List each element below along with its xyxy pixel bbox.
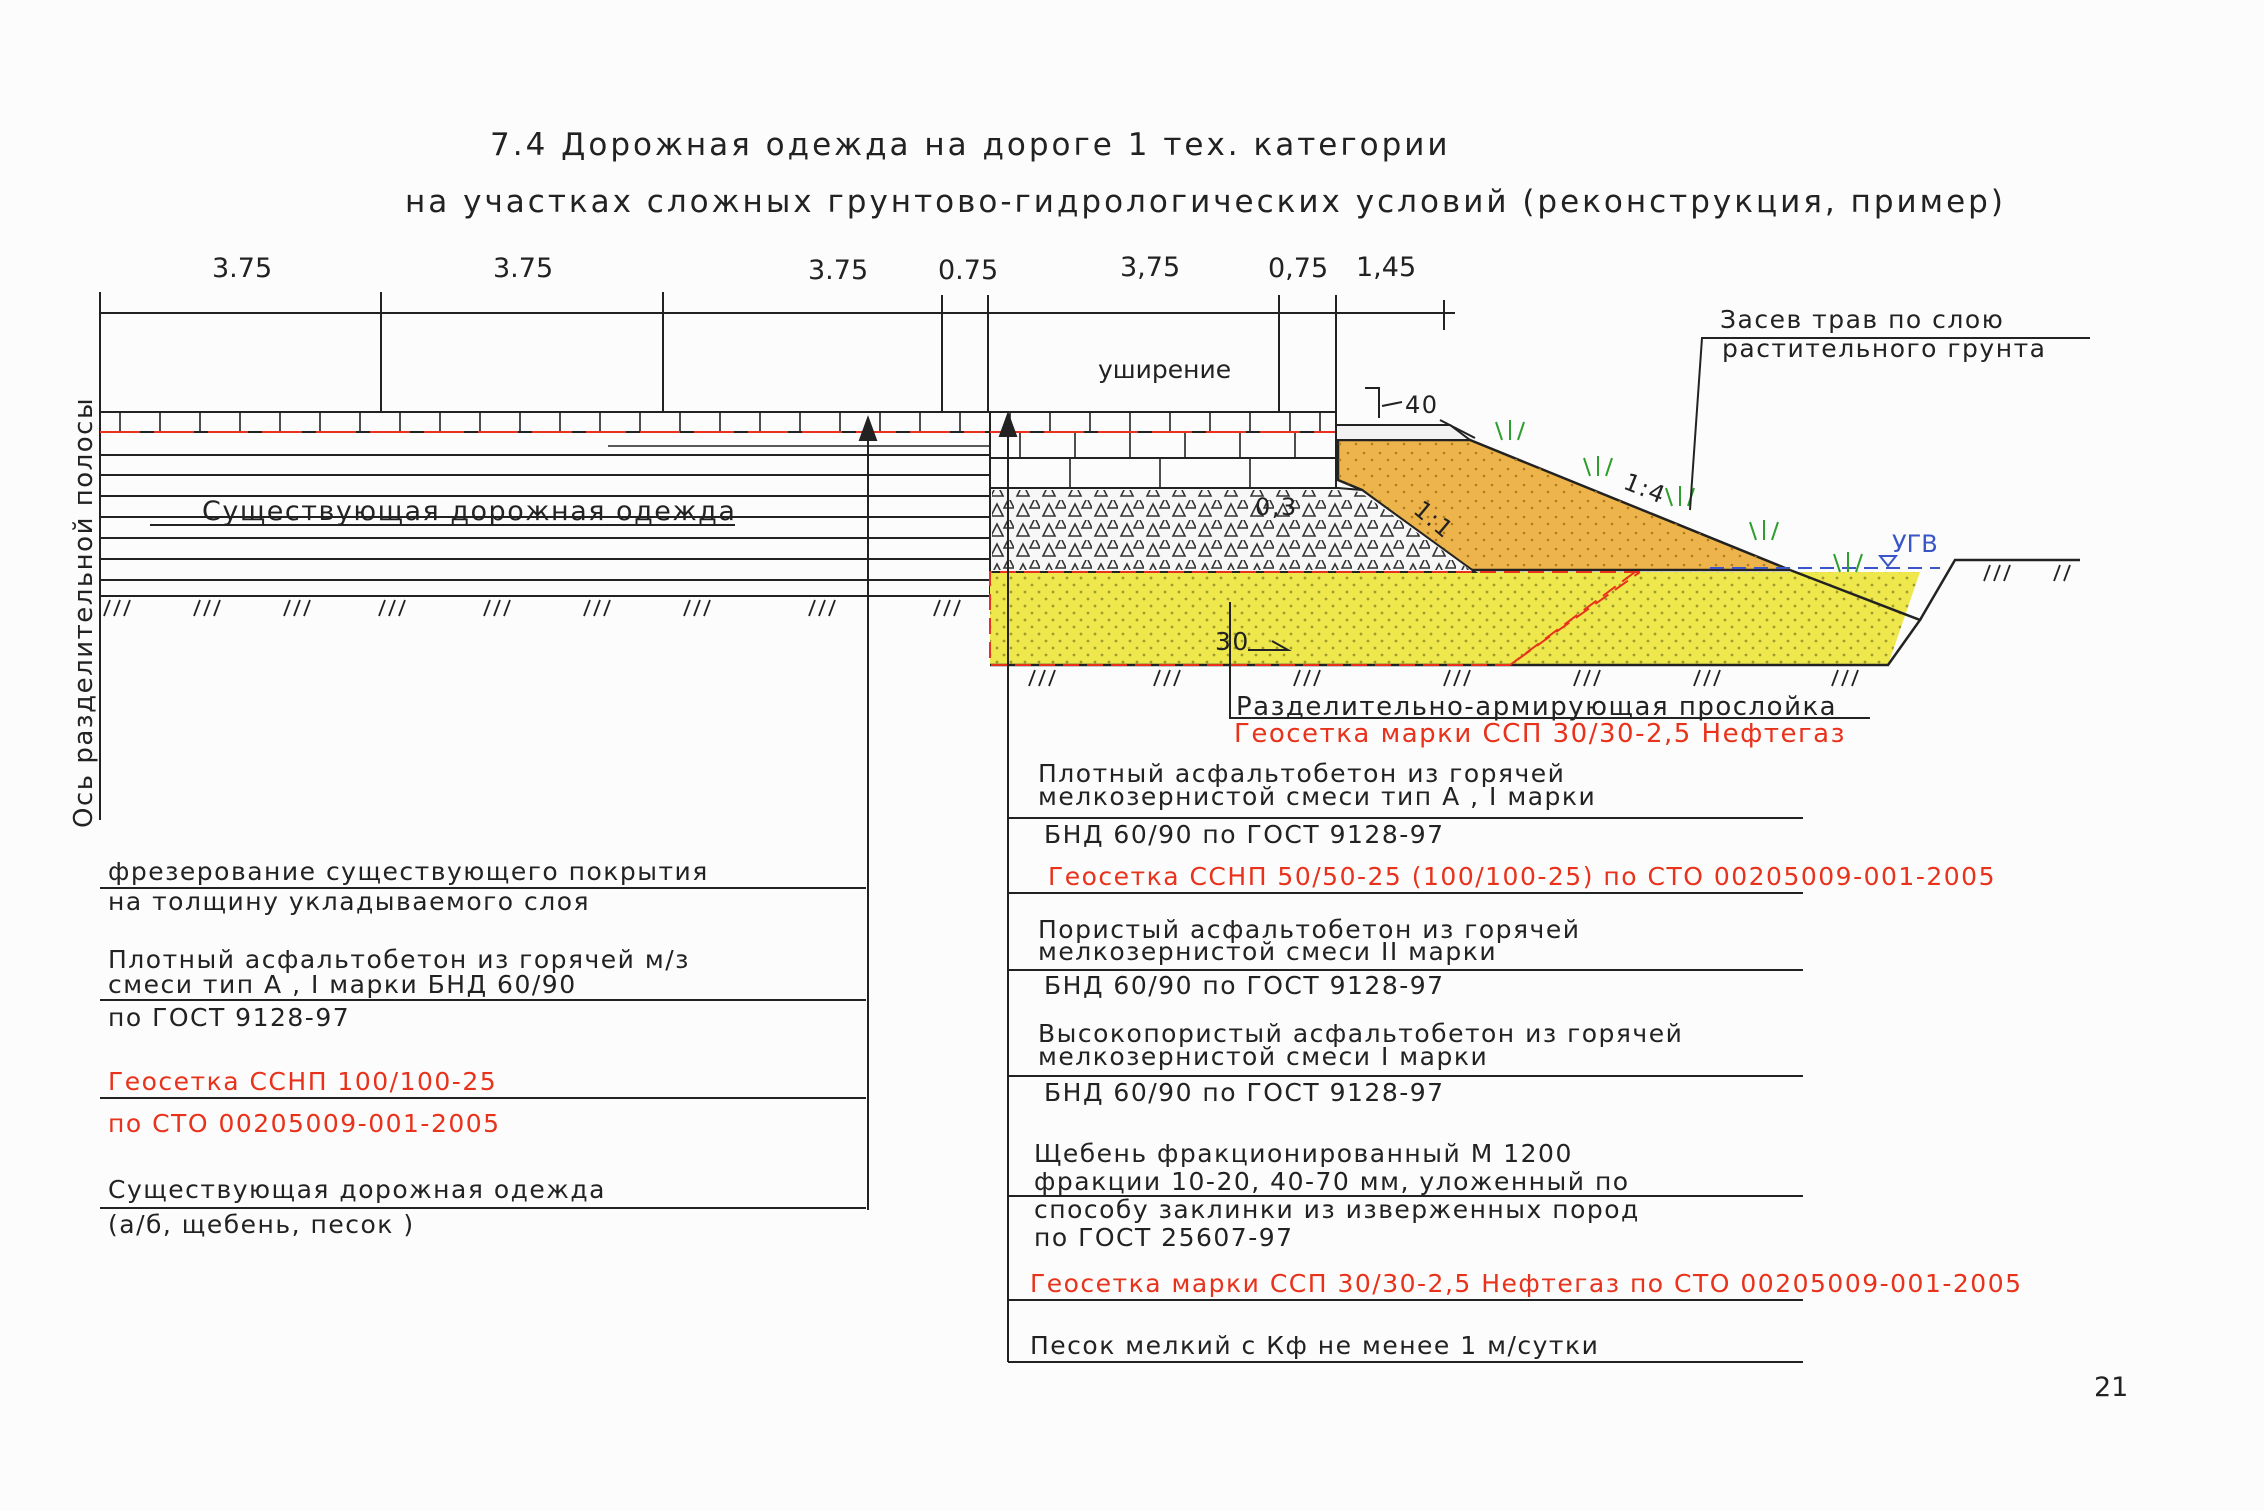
right-porous-2: мелкозернистой смеси II марки bbox=[1038, 937, 1497, 966]
dim-label-1: 3.75 bbox=[212, 253, 272, 284]
left-dense-3: по ГОСТ 9128-97 bbox=[108, 1003, 350, 1032]
left-milling-2: на толщину укладываемого слоя bbox=[108, 887, 590, 916]
dim-label-7: 1,45 bbox=[1356, 252, 1416, 283]
dim-label-3: 3.75 bbox=[808, 255, 868, 286]
dimension-chain bbox=[99, 292, 1455, 820]
geogrid-outline-dashed bbox=[989, 571, 1641, 666]
right-hporous-1: Высокопористый асфальтобетон из горячей bbox=[1038, 1019, 1683, 1048]
left-dense-1: Плотный асфальтобетон из горячей м/з bbox=[108, 945, 690, 974]
right-dense-2: мелкозернистой смеси тип А , I марки bbox=[1038, 782, 1596, 811]
ditch-profile bbox=[1918, 558, 2080, 621]
geogrid-diagonal-dashed bbox=[1509, 571, 1636, 666]
left-legend: фрезерование существующего покрытия на т… bbox=[100, 857, 866, 1239]
left-geogrid-2: по СТО 00205009-001-2005 bbox=[108, 1109, 501, 1138]
shoulder-slope bbox=[1439, 419, 1476, 439]
separator-geogrid-label: Геосетка марки ССП 30/30-2,5 Нефтегаз bbox=[1234, 719, 1846, 749]
widening-joint-ticks bbox=[1009, 412, 1321, 488]
page-number: 21 bbox=[2094, 1372, 2128, 1403]
widening-asphalt-layers bbox=[989, 411, 1337, 489]
mark-03: 0,3 bbox=[1255, 493, 1298, 521]
left-existing-1: Существующая дорожная одежда bbox=[108, 1175, 606, 1204]
mark-40-pointer bbox=[1365, 387, 1403, 418]
title-line-2: на участках сложных грунтово-гидрологиче… bbox=[405, 184, 2006, 220]
crushed-stone-texture bbox=[992, 490, 1470, 570]
ground-hatch-left bbox=[103, 599, 961, 617]
existing-pavement-label: Существующая дорожная одежда bbox=[202, 496, 736, 527]
left-geogrid-1: Геосетка ССНП 100/100-25 bbox=[108, 1067, 497, 1096]
groundwater-marker bbox=[1877, 555, 1899, 568]
right-stone-1: Щебень фракционированный М 1200 bbox=[1034, 1139, 1573, 1168]
mark-30-arrow bbox=[1248, 640, 1292, 651]
right-stone-4: по ГОСТ 25607-97 bbox=[1034, 1223, 1294, 1252]
dim-label-5: 3,75 bbox=[1120, 252, 1180, 283]
dim-label-4: 0.75 bbox=[938, 255, 998, 286]
pavement-joint-ticks bbox=[119, 412, 961, 432]
leader-arrows bbox=[858, 411, 1018, 1362]
right-legend: Плотный асфальтобетон из горячей мелкозе… bbox=[1008, 759, 2023, 1363]
right-geogrid-1: Геосетка ССНП 50/50-25 (100/100-25) по С… bbox=[1048, 862, 1996, 891]
mark-40: 40 bbox=[1405, 391, 1439, 419]
dim-label-2: 3.75 bbox=[493, 253, 553, 284]
title-line-1: 7.4 Дорожная одежда на дороге 1 тех. кат… bbox=[490, 127, 1451, 163]
mark-30: 30 bbox=[1215, 627, 1250, 656]
separator-leader bbox=[1229, 602, 1870, 719]
dim-label-6: 0,75 bbox=[1268, 253, 1328, 284]
embankment-texture bbox=[1338, 440, 1790, 570]
right-geogrid-2: Геосетка марки ССП 30/30-2,5 Нефтегаз по… bbox=[1030, 1269, 2023, 1298]
grass-leader bbox=[1689, 337, 2090, 511]
right-dense-1: Плотный асфальтобетон из горячей bbox=[1038, 759, 1565, 788]
right-stone-2: фракции 10-20, 40-70 мм, уложенный по bbox=[1034, 1167, 1630, 1196]
ground-hatch-right bbox=[1028, 564, 2071, 687]
left-dense-2: смеси тип А , I марки БНД 60/90 bbox=[108, 970, 577, 999]
grass-label-1: Засев трав по слою bbox=[1720, 305, 2004, 334]
right-sand: Песок мелкий с Кф не менее 1 м/сутки bbox=[1030, 1331, 1599, 1360]
axis-label: Ось разделительной полосы bbox=[69, 397, 99, 828]
right-stone-3: способу заклинки из изверженных пород bbox=[1034, 1195, 1640, 1224]
right-porous-3: БНД 60/90 по ГОСТ 9128-97 bbox=[1044, 971, 1445, 1000]
left-existing-2: (а/б, щебень, песок ) bbox=[108, 1210, 415, 1239]
right-porous-1: Пористый асфальтобетон из горячей bbox=[1038, 915, 1580, 944]
widening-label: уширение bbox=[1098, 355, 1231, 384]
right-hporous-2: мелкозернистой смеси I марки bbox=[1038, 1042, 1488, 1071]
existing-pavement-layers bbox=[100, 411, 991, 597]
shoulder-top bbox=[1335, 424, 1473, 441]
ugv-label: УГВ bbox=[1892, 530, 1938, 558]
left-milling-1: фрезерование существующего покрытия bbox=[108, 857, 709, 886]
right-dense-3: БНД 60/90 по ГОСТ 9128-97 bbox=[1044, 820, 1445, 849]
sand-layer-texture bbox=[990, 572, 1920, 665]
separator-label: Разделительно-армирующая прослойка bbox=[1236, 692, 1837, 722]
right-hporous-3: БНД 60/90 по ГОСТ 9128-97 bbox=[1044, 1078, 1445, 1107]
